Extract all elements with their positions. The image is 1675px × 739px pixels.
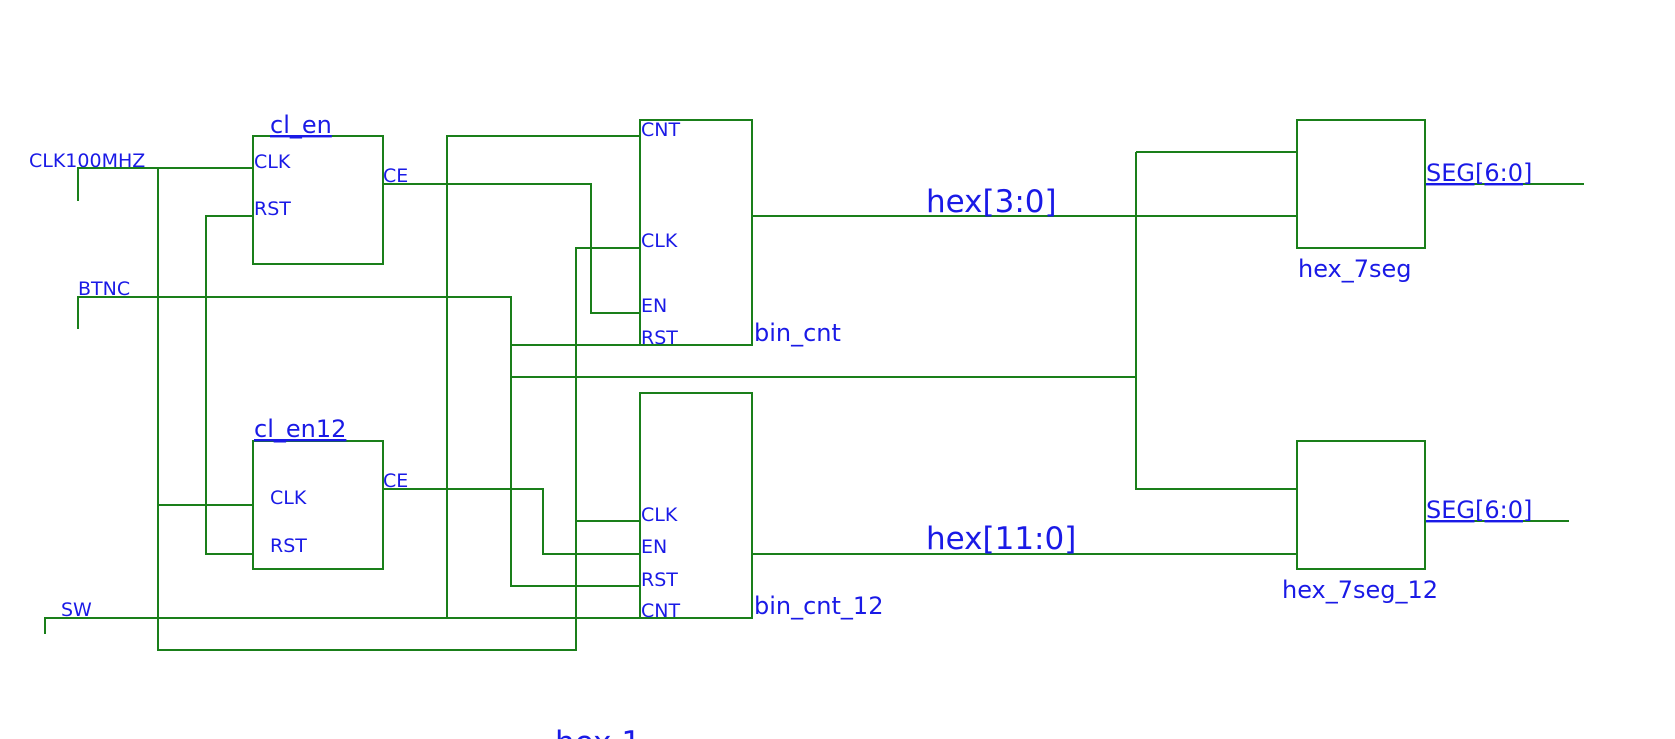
hex-7seg-12-title: hex_7seg_12 xyxy=(1282,576,1438,604)
clk-input-stub xyxy=(77,167,253,201)
bin-cnt-rst-pin: RST xyxy=(641,327,678,349)
seg-bottom-port-label: SEG[6:0] xyxy=(1426,496,1532,524)
sw-cnt-trunk-wire xyxy=(446,135,640,618)
cl-en12-title: cl_en12 xyxy=(254,415,346,443)
bin-cnt-clk-pin: CLK xyxy=(641,230,678,252)
hex-7seg-12-block[interactable]: hex_7seg_12 xyxy=(1282,440,1438,604)
sw-input-wire xyxy=(44,617,640,634)
cl-en12-clk-pin: CLK xyxy=(270,487,307,509)
bin-cnt-title: bin_cnt xyxy=(754,319,841,347)
bin-cnt-12-en-pin: EN xyxy=(641,536,667,558)
cl-en-rst-pin: RST xyxy=(254,198,291,220)
btnc-port-label: BTNC xyxy=(78,278,130,300)
cl-en-clk-pin: CLK xyxy=(254,151,291,173)
cl-en12-ce-to-bin-cnt-12-en-wire xyxy=(383,488,640,555)
clk-trunk-wire xyxy=(157,168,640,651)
btnc-trunk-wire xyxy=(510,345,640,587)
hex-7seg-block[interactable]: hex_7seg xyxy=(1296,119,1426,283)
hex-11-0-bus-label: hex[11:0] xyxy=(926,521,1076,557)
cl-en-title: cl_en xyxy=(270,111,332,139)
bin-cnt-12-block[interactable]: CLK EN RST CNT bin_cnt_12 xyxy=(639,392,883,622)
bin-cnt-block[interactable]: CNT CLK EN RST bin_cnt xyxy=(639,119,841,349)
bin-cnt-cnt-pin: CNT xyxy=(641,119,680,141)
hex-net-junction-wire xyxy=(1135,151,1297,490)
cl-en-ce-pin: CE xyxy=(383,165,408,187)
cl-en12-block[interactable]: cl_en12 CLK RST CE xyxy=(252,415,408,570)
cl-en12-rst-pin: RST xyxy=(270,535,307,557)
bin-cnt-12-clk-pin: CLK xyxy=(641,504,678,526)
cut-off-label: hex 1 xyxy=(555,725,641,739)
sw-port-label: SW xyxy=(61,599,92,621)
seg-top-port-label: SEG[6:0] xyxy=(1426,159,1532,187)
cl-en12-ce-pin: CE xyxy=(383,470,408,492)
wires xyxy=(44,135,1584,651)
bin-cnt-en-pin: EN xyxy=(641,295,667,317)
cl-en-ce-to-bin-cnt-en-wire xyxy=(383,183,640,314)
bin-cnt-12-title: bin_cnt_12 xyxy=(754,592,883,620)
bin-cnt-12-cnt-pin: CNT xyxy=(641,600,680,622)
btnc-input-stub xyxy=(77,296,640,346)
hex-3-0-bus-label: hex[3:0] xyxy=(926,184,1057,220)
clk100mhz-port-label: CLK100MHZ xyxy=(29,150,145,172)
cl-en-block[interactable]: cl_en CLK RST CE xyxy=(252,111,408,265)
rst-net-wire xyxy=(205,215,253,555)
hex-7seg-title: hex_7seg xyxy=(1298,255,1412,283)
bin-cnt-12-rst-pin: RST xyxy=(641,569,678,591)
